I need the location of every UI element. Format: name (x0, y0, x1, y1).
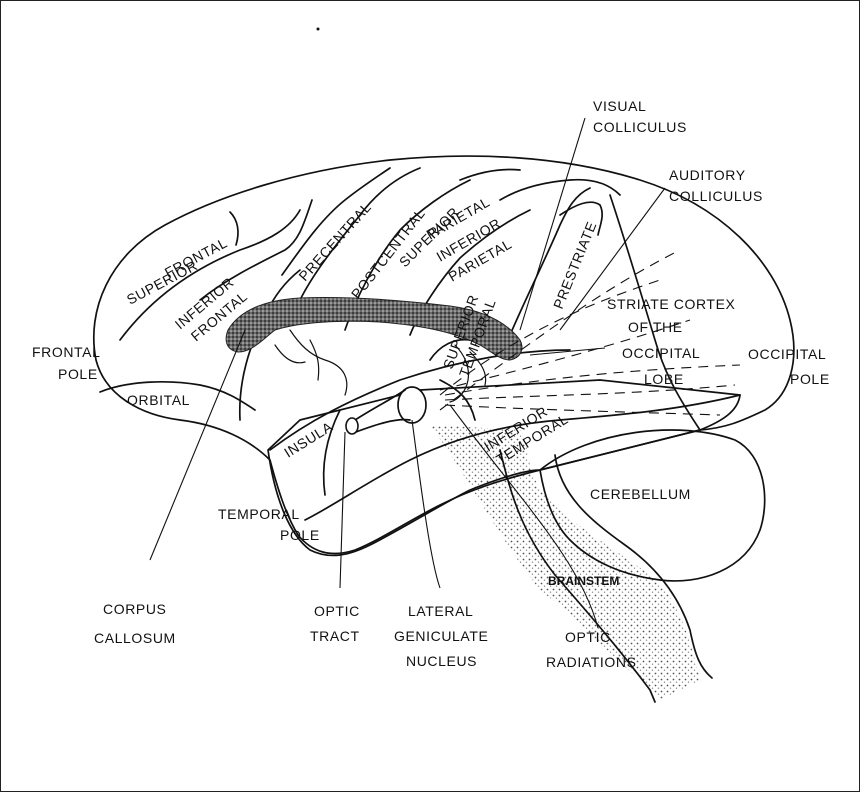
label-striate-1: STRIATE CORTEX (607, 296, 736, 312)
label-superior-frontal-2: FRONTAL (162, 234, 230, 280)
label-temporal-pole-1: TEMPORAL (218, 506, 300, 522)
label-brainstem: BRAINSTEM (548, 574, 619, 588)
label-optic-tract-2: TRACT (310, 628, 360, 644)
optic-tract-end (346, 418, 358, 434)
label-orbital: ORBITAL (127, 392, 190, 408)
label-lgn-3: NUCLEUS (406, 653, 477, 669)
label-lgn-2: GENICULATE (394, 628, 488, 644)
label-auditory-colliculus-1: AUDITORY (669, 167, 746, 183)
label-striate-3: OCCIPITAL (622, 345, 700, 361)
label-optic-tract-1: OPTIC (314, 603, 360, 619)
label-cerebellum: CEREBELLUM (590, 486, 691, 502)
label-occipital-pole-2: POLE (790, 371, 830, 387)
label-frontal-pole-2: POLE (58, 366, 98, 382)
stray-dot (317, 28, 320, 31)
lgn-shape (352, 387, 426, 432)
label-temporal-pole-2: POLE (280, 527, 320, 543)
label-lgn-1: LATERAL (408, 603, 473, 619)
label-visual-colliculus-1: VISUAL (593, 98, 646, 114)
label-auditory-colliculus-2: COLLICULUS (669, 188, 763, 204)
label-optic-radiations-1: OPTIC (565, 629, 611, 645)
label-striate-2: OF THE (628, 319, 683, 335)
label-visual-colliculus-2: COLLICULUS (593, 119, 687, 135)
label-occipital-pole-1: OCCIPITAL (748, 346, 826, 362)
label-corpus-callosum-1: CORPUS (103, 601, 167, 617)
label-optic-radiations-2: RADIATIONS (546, 654, 637, 670)
label-corpus-callosum-2: CALLOSUM (94, 630, 176, 646)
label-frontal-pole-1: FRONTAL (32, 344, 101, 360)
label-striate-4: LOBE (644, 371, 684, 387)
labels: VISUAL COLLICULUS AUDITORY COLLICULUS SU… (32, 98, 830, 670)
